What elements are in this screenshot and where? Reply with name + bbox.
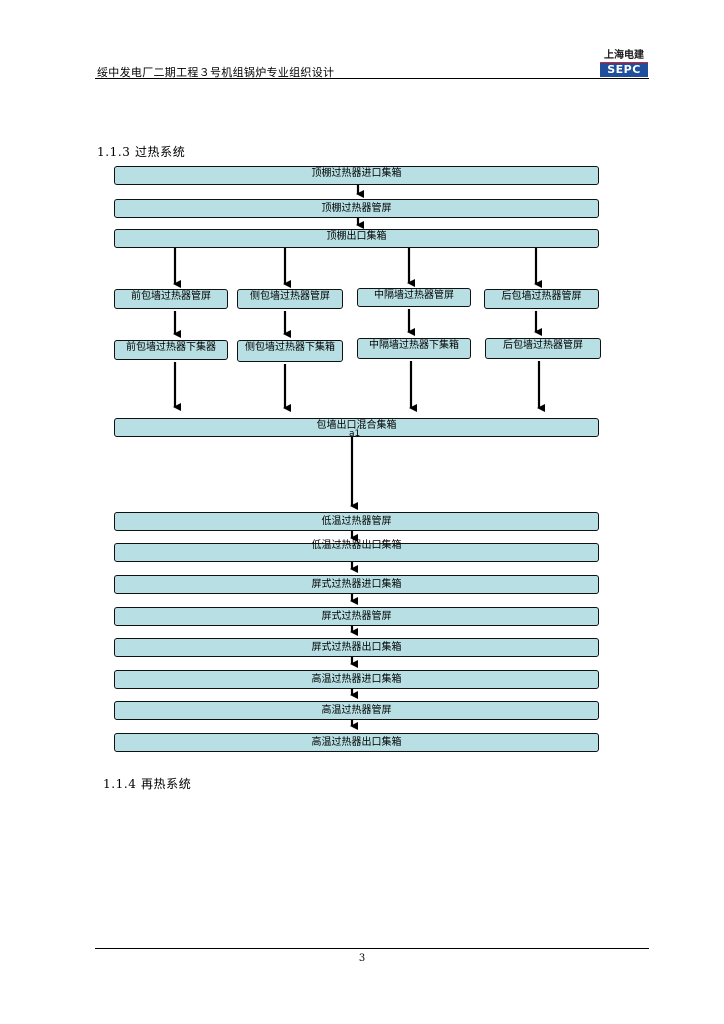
flow-box-ht-panel: 高温过热器管屏 — [114, 701, 599, 720]
company-logo: 上海电建 SEPC — [600, 50, 648, 77]
flow-box-front-wall-lower-header: 前包墙过热器下集器 — [114, 340, 228, 360]
section-heading-reheater: 1.1.4 再热系统 — [103, 777, 192, 791]
flow-box-middle-wall-lower-header: 中隔墙过热器下集箱 — [357, 338, 471, 359]
flow-box-roof-outlet-header: 顶棚出口集箱 — [114, 229, 599, 248]
flow-box-rear-wall-panel-2: 后包墙过热器管屏 — [485, 338, 601, 359]
flow-box-ht-inlet-header: 高温过热器进口集箱 — [114, 670, 599, 689]
flow-box-roof-inlet-header: 顶棚过热器进口集箱 — [114, 166, 599, 185]
flow-box-platen-outlet-header: 屏式过热器出口集箱 — [114, 638, 599, 657]
flow-box-roof-panel: 顶棚过热器管屏 — [114, 199, 599, 218]
flow-box-ht-outlet-header: 高温过热器出口集箱 — [114, 733, 599, 752]
logo-bottom-text: SEPC — [600, 63, 648, 77]
flow-box-lt-outlet-header: 低温过热器出口集箱 — [114, 540, 599, 562]
flow-box-lt-outlet-label: 低温过热器出口集箱 — [311, 540, 402, 551]
flow-box-middle-wall-panel: 中隔墙过热器管屏 — [357, 288, 471, 307]
mixing-header-mark: a1 — [349, 429, 361, 439]
flow-box-side-wall-lower-header: 侧包墙过热器下集箱 — [237, 340, 343, 362]
flow-box-platen-panel: 屏式过热器管屏 — [114, 607, 599, 626]
page-number: 3 — [358, 953, 366, 964]
flow-box-mixing-header: 包墙出口混合集箱 — [114, 418, 599, 437]
flow-box-front-wall-panel: 前包墙过热器管屏 — [114, 289, 228, 309]
section-heading-superheater: 1.1.3 过热系统 — [97, 145, 186, 159]
flow-box-lt-panel: 低温过热器管屏 — [114, 512, 599, 531]
footer-rule — [95, 948, 649, 949]
flow-box-platen-inlet-header: 屏式过热器进口集箱 — [114, 575, 599, 594]
logo-top-text: 上海电建 — [604, 50, 644, 61]
header-rule — [95, 78, 649, 79]
document-header-title: 绥中发电厂二期工程３号机组锅炉专业组织设计 — [97, 66, 335, 79]
flow-box-rear-wall-panel: 后包墙过热器管屏 — [484, 289, 599, 309]
flow-box-side-wall-panel: 侧包墙过热器管屏 — [237, 289, 343, 309]
